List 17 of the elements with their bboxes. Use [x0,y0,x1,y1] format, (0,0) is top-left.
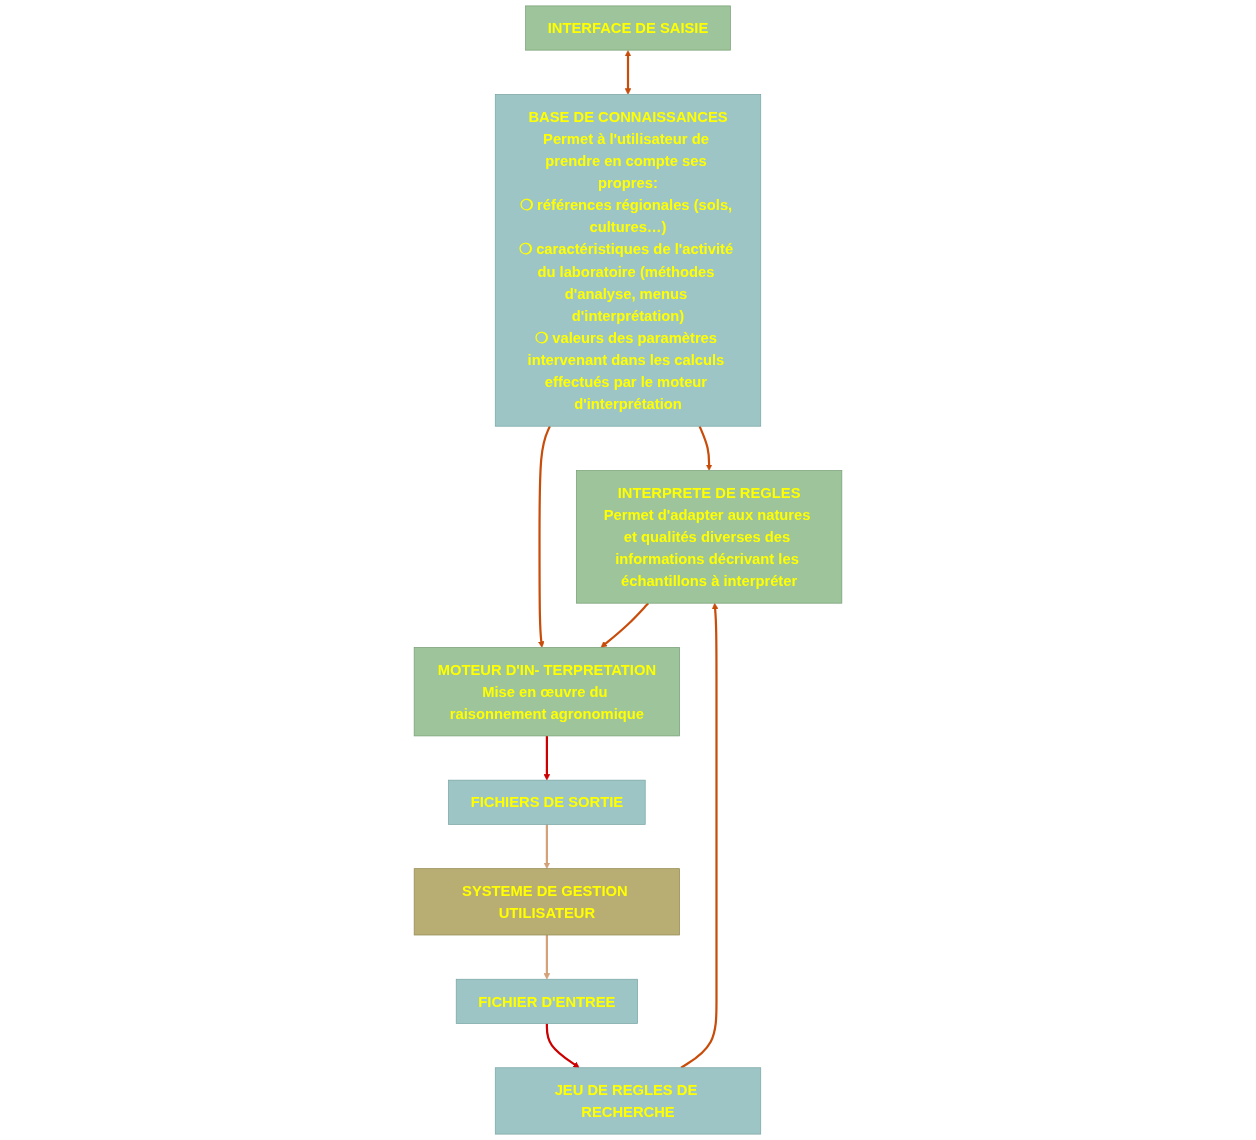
arrow [680,602,719,1069]
node-box: JEU DE REGLES DE RECHERCHE [494,1067,762,1135]
node-box: INTERPRETE DE REGLES Permet d'adapter aux natures et qualités diverses des informations décrivant les échantillons à interpréter [576,470,843,604]
arrow [545,1023,580,1069]
arrow [538,425,551,648]
node-box: INTERFACE DE SAISIE [525,5,731,51]
arrow [543,935,551,980]
node-box: MOTEUR D'IN- TERPRETATION Mise en œuvre du raisonnement agronomique [413,647,680,737]
node-box: FICHIER D'ENTREE [455,978,638,1024]
arrow [624,50,632,95]
arrow [543,735,551,781]
arrow [698,425,713,471]
arrow [543,824,551,869]
node-box: BASE DE CONNAISSANCES Permet à l'utilisateur de prendre en compte ses propres: ❍ références régionales (sols, cultures…) ❍ caractéristiques de l'activité du laboratoire (méthodes d'analyse, menus d'interprétation) ❍ valeurs des paramètres intervenant dans les calculs effectués par le moteur d'interprétation [494,94,762,427]
node-box: FICHIERS DE SORTIE [448,779,646,825]
arrow [600,602,650,648]
node-box: SYSTEME DE GESTION UTILISATEUR [413,868,680,936]
